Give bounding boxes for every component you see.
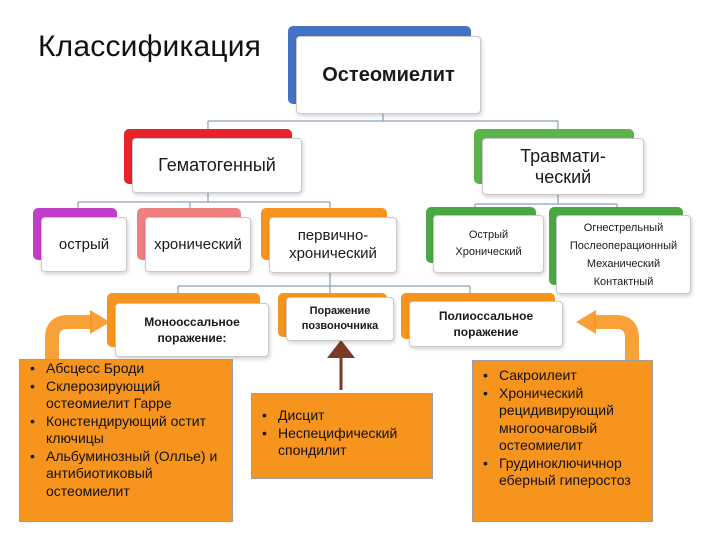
list-item: Неспецифический спондилит xyxy=(252,425,432,460)
node-hematogenic-label: Гематогенный xyxy=(158,155,276,175)
node-spine-label: Поражение позвоночника xyxy=(301,305,379,332)
panel-mono-ossal-list: Абсцесс Броди Склерозирующий остеомиелит… xyxy=(19,359,233,522)
list-item: Дисцит xyxy=(252,407,432,425)
node-poly-ossal-label: Полиоссальное поражение xyxy=(438,309,534,339)
node-traumatic-label: Травмати- ческий xyxy=(520,145,606,187)
node-primary-chronic-label: первично- хронический xyxy=(289,227,377,262)
node-osteomyelitis-label: Остеомиелит xyxy=(322,63,455,86)
left-curved-arrow xyxy=(45,310,110,368)
list-item: Грудиноключичнор еберный гиперостоз xyxy=(473,455,648,490)
primary-chronic-connector xyxy=(177,270,471,298)
traumatic-connector xyxy=(474,192,618,214)
root-connector xyxy=(207,112,559,136)
list-item: Склерозирующий остеомиелит Гарре xyxy=(20,378,232,413)
panel-spine-list: Дисцит Неспецифический спондилит xyxy=(251,393,433,479)
page-title: Классификация xyxy=(38,30,262,63)
node-trauma-types-label: Огнестрельный Послеоперационный Механиче… xyxy=(569,221,678,288)
node-acute-label: острый xyxy=(58,236,110,253)
middle-up-arrow xyxy=(327,340,355,390)
list-item: Констендирующий остит ключицы xyxy=(20,413,232,448)
list-item: Хронический рецидивирующий многоочаговый… xyxy=(473,385,648,455)
node-mono-ossal-label: Монооссальное поражение: xyxy=(144,315,240,345)
node-chronic-label: хронический xyxy=(154,236,242,253)
node-trauma-acute-chronic-label: Острый Хронический xyxy=(455,229,522,258)
panel-poly-ossal-list: Сакроилеит Хронический рецидивирующий мн… xyxy=(472,360,653,522)
list-item: Абсцесс Броди xyxy=(20,360,232,378)
list-item: Сакроилеит xyxy=(473,367,648,385)
list-item: Альбуминозный (Оллье) и антибиотиковый о… xyxy=(20,448,232,501)
right-curved-arrow xyxy=(576,310,639,360)
